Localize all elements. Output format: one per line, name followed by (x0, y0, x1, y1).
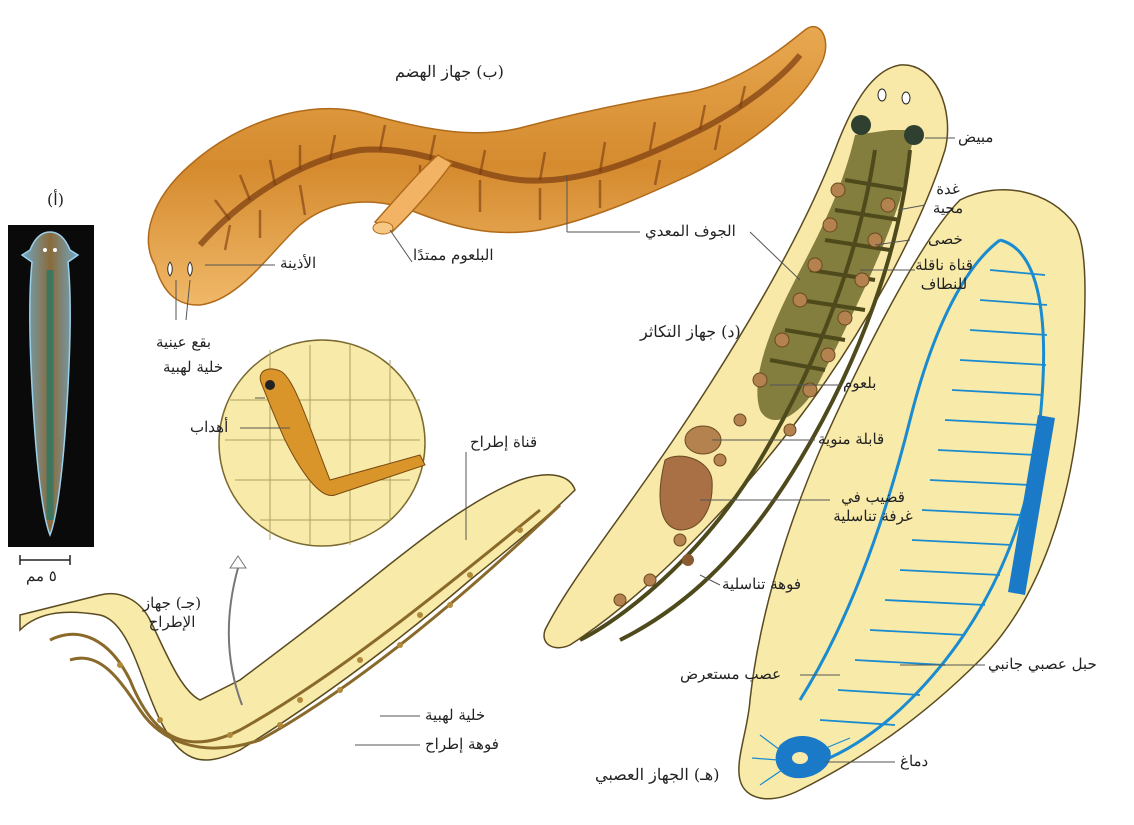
label-testes: خصى (928, 230, 963, 249)
label-brain: دماغ (900, 752, 928, 771)
label-eyespots: بقع عينية (156, 333, 211, 352)
panel-a-title: (أ) (47, 190, 64, 210)
label-penis: قضيب في غرفة تناسلية (832, 488, 914, 526)
scale-label: ٥ مم (26, 567, 57, 586)
panel-e-title: (هـ) الجهاز العصبي (595, 765, 719, 785)
excretory-system-drawing (20, 340, 575, 760)
label-ovary: مبيض (958, 128, 993, 147)
scale-bar (20, 555, 70, 565)
label-yolk-gland: غدة محية (927, 180, 969, 218)
label-seminal-receptacle: قابلة منوية (818, 430, 884, 449)
label-lateral-nerve-cord: حبل عصبي جانبي (988, 655, 1097, 674)
panel-b-title: (ب) جهاز الهضم (395, 62, 504, 82)
label-transverse-nerve: عصب مستعرض (680, 665, 781, 684)
label-flame-cell-inset: خلية لهبية (163, 358, 223, 377)
label-flame-cell: خلية لهبية (425, 706, 485, 725)
label-vas-deferens: قناة ناقلة للنطاف (915, 256, 973, 294)
label-excretory-canal: قناة إطراح (470, 433, 537, 452)
label-auricle: الأذينة (280, 254, 316, 273)
label-excretory-pore: فوهة إطراح (425, 735, 499, 754)
label-gastrovascular-cavity: الجوف المعدي (645, 222, 736, 241)
panel-c-title: (جـ) جهاز الإطراح (122, 594, 222, 632)
planaria-photo (8, 225, 94, 547)
panel-d-title: (د) جهاز التكاثر (640, 322, 741, 342)
label-pharynx-extended: البلعوم ممتدًا (413, 246, 494, 265)
label-pharynx: بلعوم (843, 374, 876, 393)
label-genital-pore: فوهة تناسلية (722, 575, 801, 594)
label-cilia: أهداب (190, 418, 228, 437)
